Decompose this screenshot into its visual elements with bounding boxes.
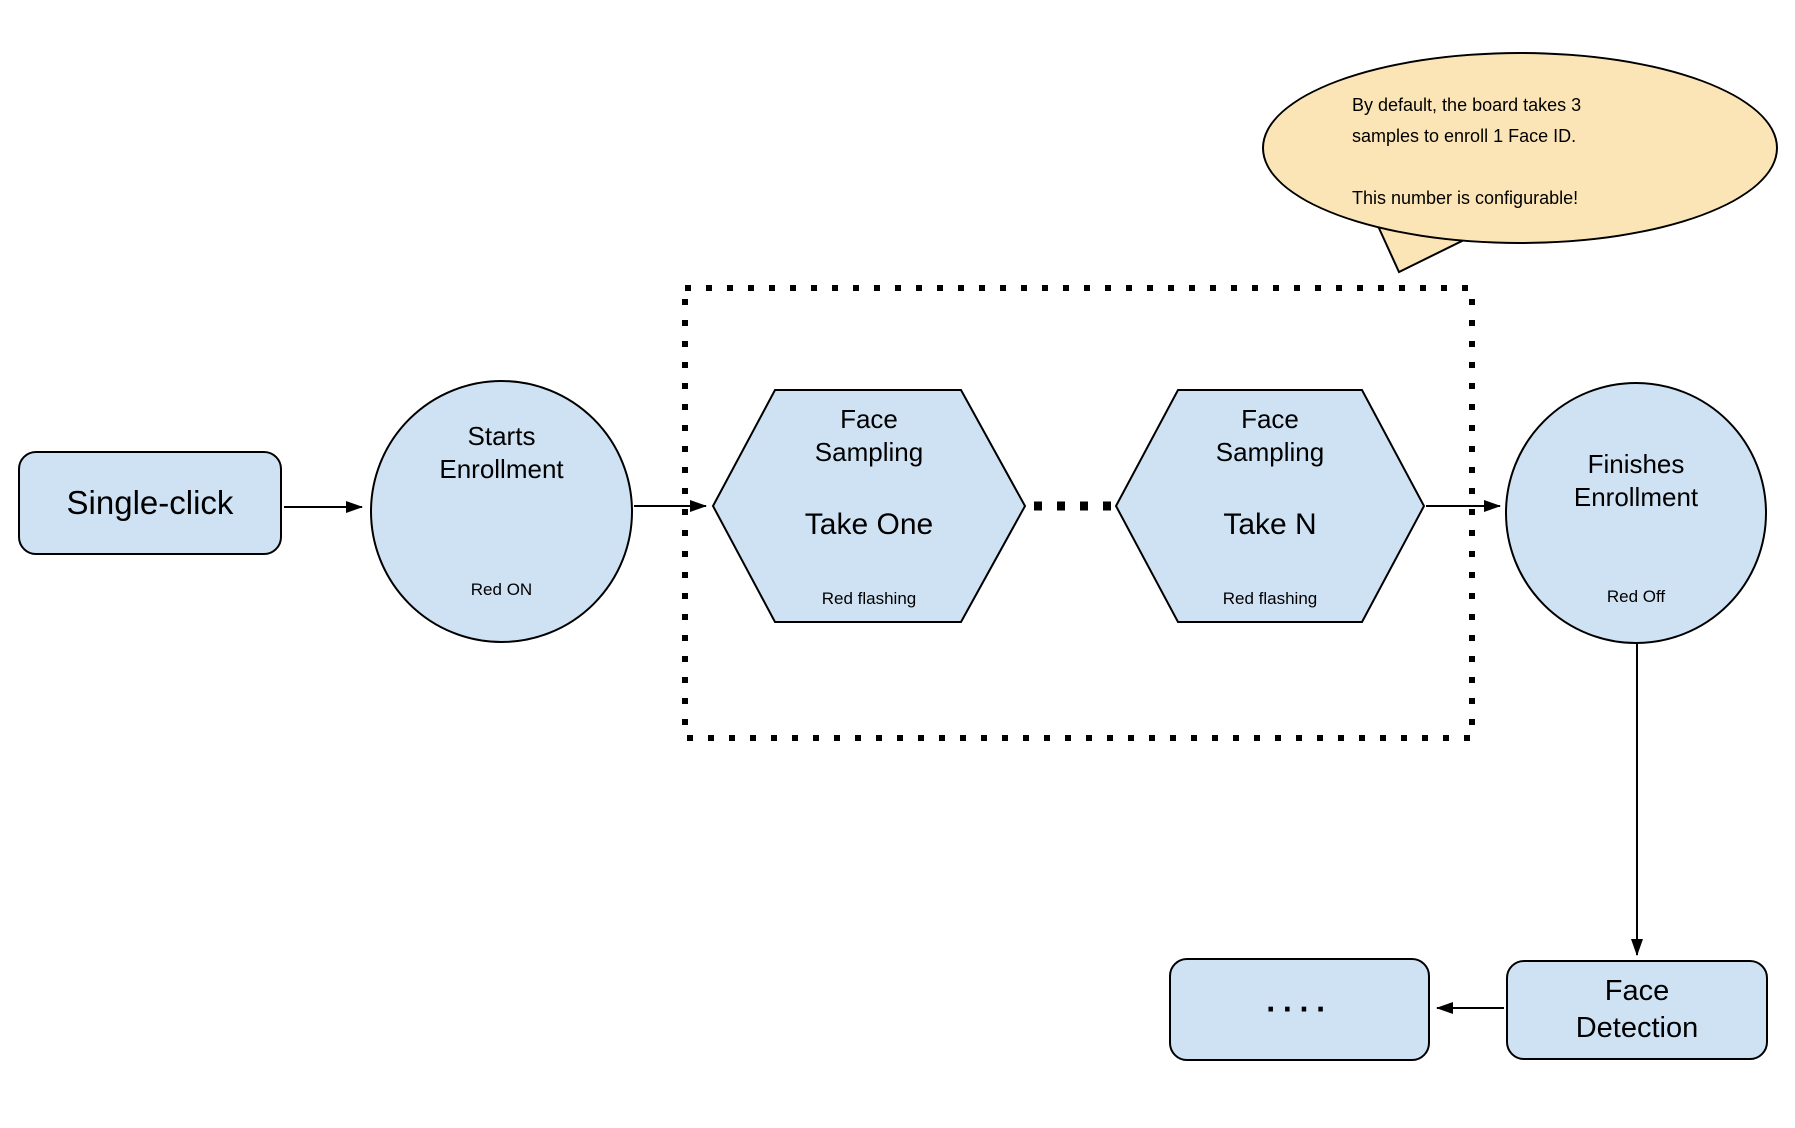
face-detection-label: Face Detection: [1575, 975, 1699, 1044]
finishes-enrollment-title: Finishes Enrollment: [1573, 449, 1699, 512]
callout-text: By default, the board takes 3 samples to…: [1352, 95, 1582, 208]
hexagon-take-one-shape: [711, 389, 1027, 623]
single-click-label: Single-click: [66, 484, 234, 521]
single-click-node: Single-click: [18, 451, 282, 555]
take-n-status: Red flashing: [1222, 589, 1318, 608]
hexagon-take-one-labels: Face Sampling Take One Red flashing: [713, 390, 1025, 622]
sampling-loop-dotted-border: [682, 285, 1475, 741]
hexagon-take-n-labels: Face Sampling Take N Red flashing: [1116, 390, 1424, 622]
continuation-node: ····: [1169, 958, 1430, 1061]
take-one-step: Take One: [804, 508, 934, 541]
callout-bubble: By default, the board takes 3 samples to…: [1262, 52, 1778, 244]
take-one-status: Red flashing: [821, 589, 917, 608]
continuation-label: ····: [1266, 991, 1333, 1027]
finishes-enrollment-status: Red Off: [1606, 587, 1666, 606]
starts-enrollment-status: Red ON: [470, 580, 533, 599]
take-one-title: Face Sampling: [814, 404, 924, 467]
starts-enrollment-title: Starts Enrollment: [439, 421, 564, 484]
starts-enrollment-node: Starts Enrollment Red ON: [370, 380, 633, 643]
take-n-step: Take N: [1223, 508, 1317, 541]
finishes-enrollment-node: Finishes Enrollment Red Off: [1505, 382, 1767, 644]
take-n-title: Face Sampling: [1215, 404, 1325, 467]
hexagon-take-n-shape: [1114, 389, 1426, 623]
face-detection-node: Face Detection: [1506, 960, 1768, 1060]
